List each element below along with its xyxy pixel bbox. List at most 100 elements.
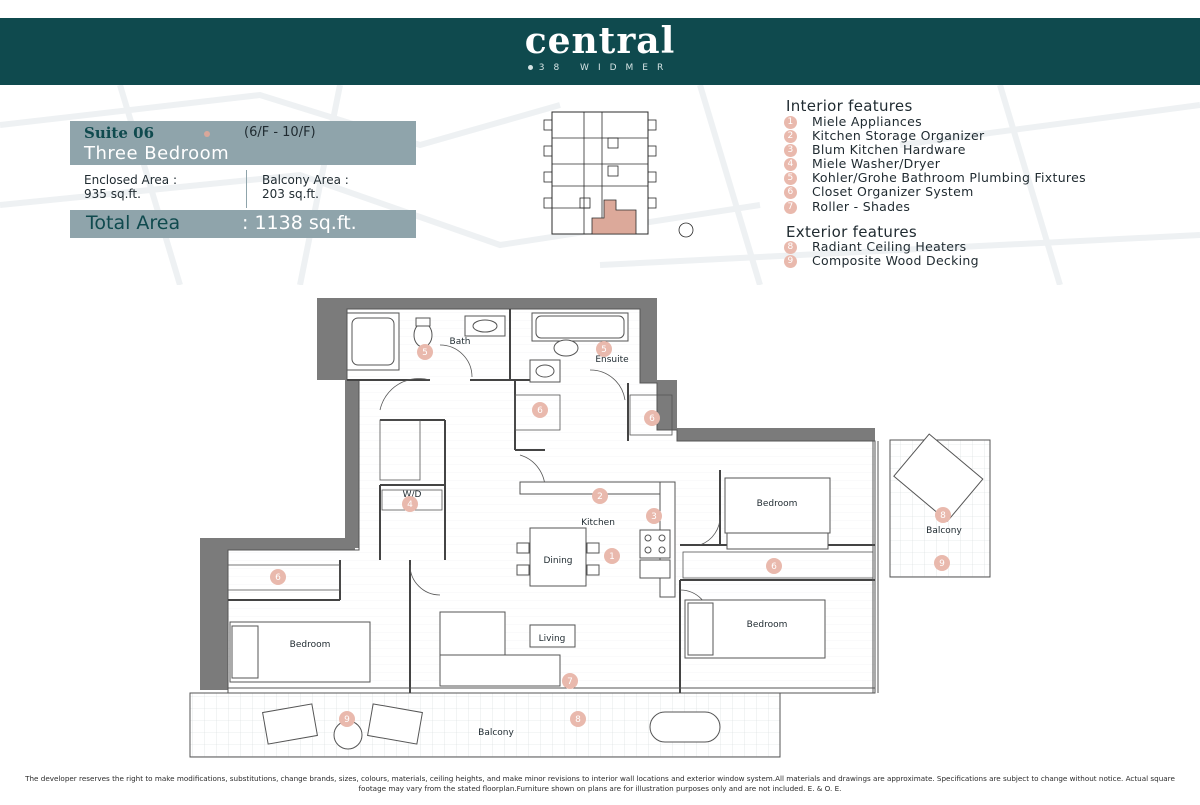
bedroom-label-ne: Bedroom xyxy=(757,499,798,509)
svg-text:8: 8 xyxy=(575,715,581,725)
balcony-label-s: Balcony xyxy=(478,728,514,738)
north-arrow-icon xyxy=(678,222,694,238)
cooktop-icon xyxy=(639,529,671,559)
marker-badge: 5 xyxy=(417,344,433,360)
feature-number-badge: 7 xyxy=(784,201,797,214)
brand-address: 38 WIDMER xyxy=(538,63,673,73)
feature-label: Radiant Ceiling Heaters xyxy=(812,239,967,254)
brand-logo: central xyxy=(524,20,676,62)
marker-badge: 6 xyxy=(644,410,660,426)
suite-type: Three Bedroom xyxy=(84,143,230,164)
interior-features-title: Interior features xyxy=(786,97,913,115)
svg-text:5: 5 xyxy=(422,348,428,358)
brand-dot-icon xyxy=(527,65,533,70)
svg-text:6: 6 xyxy=(771,562,777,572)
exterior-feature-item: 9 Composite Wood Decking xyxy=(784,253,979,268)
enclosed-area-label: Enclosed Area : xyxy=(84,173,177,187)
marker-badge: 4 xyxy=(402,496,418,512)
marker-badge: 8 xyxy=(935,507,951,523)
bedroom-label-w: Bedroom xyxy=(290,640,331,650)
marker-badge: 7 xyxy=(562,673,578,689)
kitchen-label: Kitchen xyxy=(581,518,615,528)
feature-label: Roller - Shades xyxy=(812,199,911,214)
feature-label: Kitchen Storage Organizer xyxy=(812,128,985,143)
svg-text:9: 9 xyxy=(344,715,350,725)
suite-floors: (6/F - 10/F) xyxy=(244,125,316,140)
svg-text:1: 1 xyxy=(609,552,615,562)
exterior-features-title: Exterior features xyxy=(786,223,917,241)
marker-badge: 2 xyxy=(592,488,608,504)
balcony-label-e: Balcony xyxy=(926,526,962,536)
header-band xyxy=(0,18,1200,85)
svg-text:2: 2 xyxy=(597,492,603,502)
bedroom-label-se: Bedroom xyxy=(747,620,788,630)
feature-number-badge: 9 xyxy=(784,255,797,268)
interior-feature-item: 7 Roller - Shades xyxy=(784,199,910,214)
ensuite-label: Ensuite xyxy=(595,355,629,365)
toilet-icon xyxy=(413,322,433,348)
marker-badge: 8 xyxy=(570,711,586,727)
svg-text:6: 6 xyxy=(537,406,543,416)
svg-text:4: 4 xyxy=(407,500,413,510)
sofa-icon xyxy=(439,611,576,687)
suite-dot-icon xyxy=(204,131,210,137)
feature-label: Closet Organizer System xyxy=(812,184,974,199)
feature-number-badge: 4 xyxy=(784,158,797,171)
unit-floor xyxy=(227,308,876,694)
dining-table-icon xyxy=(516,527,600,587)
svg-text:5: 5 xyxy=(601,345,607,355)
dining-label: Dining xyxy=(543,556,572,566)
marker-badge: 3 xyxy=(646,508,662,524)
suite-title-band xyxy=(70,121,416,165)
balcony-area-value: 203 sq.ft. xyxy=(262,187,319,201)
feature-label: Miele Appliances xyxy=(812,114,922,129)
balcony-area-label: Balcony Area : xyxy=(262,173,349,187)
feature-label: Composite Wood Decking xyxy=(812,253,979,268)
lounge-chair-icon xyxy=(367,703,423,745)
disclaimer-text: The developer reserves the right to make… xyxy=(25,774,1175,793)
floor-plan: Bath Ensuite W/D Kitchen Dining Living B… xyxy=(189,298,991,758)
interior-feature-item: 5 Kohler/Grohe Bathroom Plumbing Fixtures xyxy=(784,170,1086,185)
enclosed-area-value: 935 sq.ft. xyxy=(84,187,141,201)
interior-feature-item: 4 Miele Washer/Dryer xyxy=(784,156,940,171)
svg-text:6: 6 xyxy=(275,573,281,583)
suite-highlight xyxy=(591,199,637,235)
feature-label: Kohler/Grohe Bathroom Plumbing Fixtures xyxy=(812,170,1086,185)
suite-name: Suite 06 xyxy=(84,124,155,142)
brand-subtitle: 38 WIDMER xyxy=(0,63,1200,73)
marker-badge: 6 xyxy=(766,558,782,574)
living-label-box xyxy=(529,624,576,648)
lounge-chair-icon xyxy=(262,703,318,745)
lounger-icon xyxy=(893,433,984,522)
svg-text:8: 8 xyxy=(940,511,946,521)
bath-label: Bath xyxy=(450,337,471,347)
total-area-label: Total Area xyxy=(86,212,181,234)
key-plan xyxy=(543,111,694,238)
marker-badge: 1 xyxy=(604,548,620,564)
total-area-value: : 1138 sq.ft. xyxy=(242,212,357,234)
exterior-feature-item: 8 Radiant Ceiling Heaters xyxy=(784,239,967,254)
marker-badge: 6 xyxy=(270,569,286,585)
total-area-band xyxy=(70,210,416,238)
kitchen-sink-icon xyxy=(639,559,671,579)
svg-text:9: 9 xyxy=(939,559,945,569)
feature-label: Miele Washer/Dryer xyxy=(812,156,941,171)
ensuite-toilet-icon xyxy=(553,339,579,357)
svg-text:6: 6 xyxy=(649,414,655,424)
interior-feature-item: 2 Kitchen Storage Organizer xyxy=(784,128,984,143)
bed-icon xyxy=(724,477,831,534)
interior-feature-item: 6 Closet Organizer System xyxy=(784,184,974,199)
feature-number-badge: 8 xyxy=(784,241,797,254)
balcony-table-icon xyxy=(649,711,721,743)
marker-badge: 5 xyxy=(596,341,612,357)
feature-number-badge: 6 xyxy=(784,186,797,199)
feature-number-badge: 2 xyxy=(784,130,797,143)
feature-number-badge: 3 xyxy=(784,144,797,157)
svg-text:3: 3 xyxy=(651,512,657,522)
feature-number-badge: 5 xyxy=(784,172,797,185)
marker-badge: 9 xyxy=(934,555,950,571)
living-label: Living xyxy=(539,634,566,644)
area-divider xyxy=(246,170,247,208)
